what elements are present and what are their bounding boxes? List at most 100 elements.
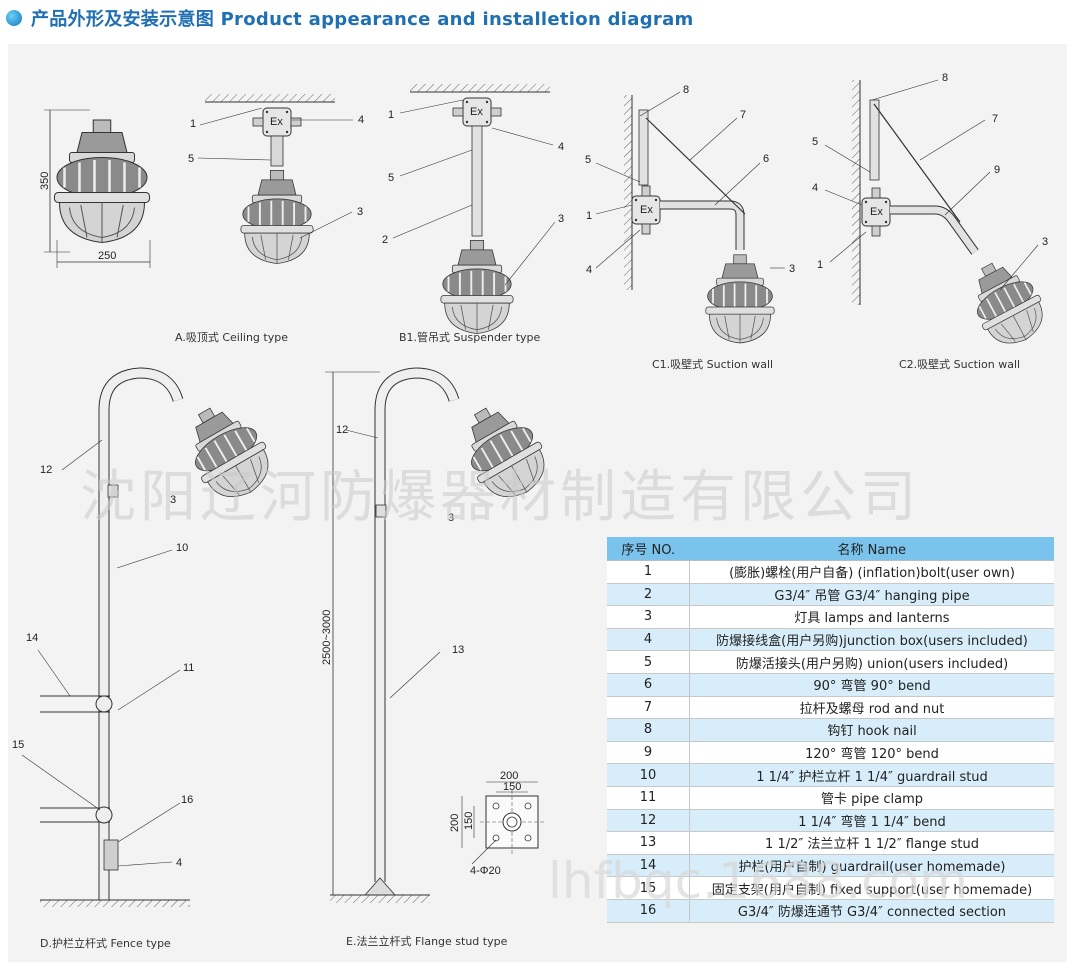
row-no: 13 bbox=[607, 831, 690, 855]
callout-c2-3: 3 bbox=[1042, 236, 1048, 248]
row-no: 3 bbox=[607, 605, 690, 629]
row-no: 14 bbox=[607, 854, 690, 878]
callout-c2-8: 8 bbox=[942, 72, 948, 84]
callout-a-4: 4 bbox=[358, 114, 364, 126]
title-bar: 产品外形及安装示意图 Product appearance and instal… bbox=[6, 5, 694, 31]
row-name: 120° 弯管 120° bend bbox=[689, 741, 1054, 765]
row-no: 12 bbox=[607, 809, 690, 833]
row-name: 1 1/4″ 弯管 1 1/4″ bend bbox=[689, 809, 1054, 833]
row-name: (膨胀)螺栓(用户自备) (inflation)bolt(user own) bbox=[689, 560, 1054, 584]
row-no: 4 bbox=[607, 628, 690, 652]
dim-flange-holes: 4-Φ20 bbox=[470, 865, 501, 877]
caption-d: D.护栏立杆式 Fence type bbox=[40, 937, 171, 950]
callout-c2-4: 4 bbox=[812, 182, 818, 194]
figure-b1-suspender: Ex 1 4 5 2 3 bbox=[382, 84, 564, 335]
callout-a-5: 5 bbox=[188, 153, 194, 165]
callout-e-3: 3 bbox=[448, 512, 454, 524]
callout-c1-8: 8 bbox=[683, 84, 689, 96]
bullet-icon bbox=[6, 10, 22, 26]
callout-a-3: 3 bbox=[357, 206, 363, 218]
row-name: 管卡 pipe clamp bbox=[689, 786, 1054, 810]
callout-a-1: 1 bbox=[190, 118, 196, 130]
flange-plate-detail: 200 150 200 150 4-Φ20 bbox=[449, 770, 544, 877]
row-name: 防爆接线盒(用户另购)junction box(users included) bbox=[689, 628, 1054, 652]
caption-a: A.吸顶式 Ceiling type bbox=[175, 331, 288, 344]
figure-d-fence: 12 3 10 14 11 15 16 4 bbox=[12, 367, 283, 907]
callout-c1-1: 1 bbox=[586, 210, 592, 222]
callout-c2-1: 1 bbox=[817, 259, 823, 271]
row-name: 护栏(用户自制) guardrail(user homemade) bbox=[689, 854, 1054, 878]
row-name: 拉杆及螺母 rod and nut bbox=[689, 696, 1054, 720]
callout-b1-4: 4 bbox=[558, 141, 564, 153]
row-name: 1 1/2″ 法兰立杆 1 1/2″ flange stud bbox=[689, 831, 1054, 855]
row-name: 防爆活接头(用户另购) union(users included) bbox=[689, 650, 1054, 674]
svg-text:Ex: Ex bbox=[870, 206, 883, 218]
callout-c1-4: 4 bbox=[586, 264, 592, 276]
callout-b1-5: 5 bbox=[388, 172, 394, 184]
callout-c2-9: 9 bbox=[994, 164, 1000, 176]
row-name: 90° 弯管 90° bend bbox=[689, 673, 1054, 697]
dim-flange-h1: 200 bbox=[449, 814, 461, 832]
row-no: 16 bbox=[607, 899, 690, 923]
row-name: 钩钉 hook nail bbox=[689, 718, 1054, 742]
parts-table: 序号 NO. 名称 Name 1(膨胀)螺栓(用户自备) (inflation)… bbox=[607, 537, 1054, 923]
figure-c2-wall: Ex 8 7 5 9 4 1 3 bbox=[812, 72, 1056, 356]
row-no: 8 bbox=[607, 718, 690, 742]
svg-text:Ex: Ex bbox=[640, 204, 653, 216]
table-header-row: 序号 NO. 名称 Name bbox=[607, 537, 1054, 561]
dim-width-label: 250 bbox=[98, 250, 116, 262]
callout-e-13: 13 bbox=[452, 644, 464, 656]
figure-c1-wall: Ex 8 7 6 5 1 4 3 bbox=[585, 84, 795, 344]
callout-c2-5: 5 bbox=[812, 136, 818, 148]
callout-c1-6: 6 bbox=[763, 153, 769, 165]
row-no: 5 bbox=[607, 650, 690, 674]
svg-text:Ex: Ex bbox=[470, 106, 483, 118]
row-name: G3/4″ 吊管 G3/4″ hanging pipe bbox=[689, 583, 1054, 607]
callout-c1-3: 3 bbox=[789, 263, 795, 275]
row-no: 7 bbox=[607, 696, 690, 720]
row-name: 1 1/4″ 护栏立杆 1 1/4″ guardrail stud bbox=[689, 763, 1054, 787]
table-row: 1(膨胀)螺栓(用户自备) (inflation)bolt(user own) bbox=[607, 560, 1054, 584]
callout-c1-7: 7 bbox=[740, 109, 746, 121]
caption-c2: C2.吸壁式 Suction wall bbox=[899, 358, 1021, 371]
callout-c2-7: 7 bbox=[992, 113, 998, 125]
callout-b1-1: 1 bbox=[388, 109, 394, 121]
row-no: 11 bbox=[607, 786, 690, 810]
row-name: 固定支架(用户自制) fixed support(user homemade) bbox=[689, 876, 1054, 900]
callout-d-14: 14 bbox=[26, 632, 38, 644]
caption-e: E.法兰立杆式 Flange stud type bbox=[346, 935, 508, 948]
callout-c1-5: 5 bbox=[585, 154, 591, 166]
row-name: G3/4″ 防爆连通节 G3/4″ connected section bbox=[689, 899, 1054, 923]
callout-d-3: 3 bbox=[170, 494, 176, 506]
callout-d-10: 10 bbox=[176, 542, 188, 554]
figure-a-install: Ex 1 4 5 3 bbox=[188, 94, 364, 265]
callout-e-12: 12 bbox=[336, 424, 348, 436]
row-no: 1 bbox=[607, 560, 690, 584]
callout-b1-2: 2 bbox=[382, 234, 388, 246]
url-watermark: lhfbqc.1688.com bbox=[548, 852, 968, 910]
callout-d-11: 11 bbox=[183, 662, 194, 674]
caption-c1: C1.吸壁式 Suction wall bbox=[652, 358, 774, 371]
dim-flange-h2: 150 bbox=[463, 812, 475, 830]
callout-d-15: 15 bbox=[12, 739, 24, 751]
row-no: 6 bbox=[607, 673, 690, 697]
header-name: 名称 Name bbox=[689, 537, 1054, 561]
callout-d-16: 16 bbox=[181, 794, 193, 806]
dim-height-label: 350 bbox=[39, 172, 51, 190]
callout-d-12: 12 bbox=[40, 464, 52, 476]
callout-b1-3: 3 bbox=[558, 213, 564, 225]
dim-pole-height-label: 2500~3000 bbox=[321, 610, 333, 665]
dim-flange-w2: 150 bbox=[503, 781, 521, 793]
